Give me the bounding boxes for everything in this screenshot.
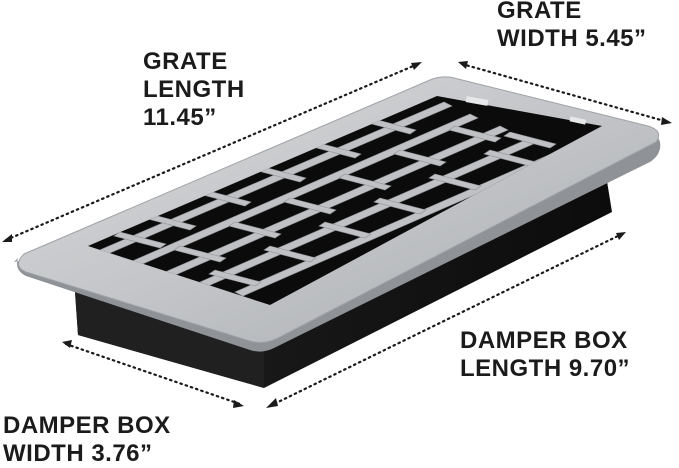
arrowhead bbox=[266, 398, 278, 408]
damper-box-side bbox=[75, 292, 264, 388]
grate-length-label-line2: LENGTH bbox=[143, 76, 245, 103]
arrowhead bbox=[233, 400, 244, 408]
grate-length-label-line1: GRATE bbox=[143, 48, 228, 75]
grate-length-value: 11.45” bbox=[143, 104, 217, 131]
damper-length-dimension-line bbox=[268, 232, 624, 408]
arrowhead bbox=[411, 62, 422, 70]
damper-box-length-label: DAMPER BOX LENGTH 9.70” bbox=[460, 327, 630, 383]
damper-box-length-value: LENGTH 9.70” bbox=[460, 355, 631, 382]
grate-width-dimension-line bbox=[460, 62, 670, 124]
grate-length-label: GRATE LENGTH 11.45” bbox=[143, 48, 245, 132]
grate-plate bbox=[14, 76, 661, 352]
arrowhead bbox=[458, 61, 468, 69]
damper-width-dimension-line bbox=[64, 342, 242, 406]
arrowhead bbox=[661, 117, 672, 125]
damper-lever-right bbox=[569, 116, 587, 125]
damper-box-width-label-line1: DAMPER BOX bbox=[3, 412, 171, 439]
grate-width-value: WIDTH 5.45” bbox=[497, 25, 647, 52]
damper-box-width-value: WIDTH 3.76” bbox=[3, 440, 153, 467]
grate-length-dimension-line bbox=[4, 62, 420, 242]
arrowhead bbox=[2, 234, 12, 242]
dimension-arrowheads bbox=[2, 61, 672, 408]
dimension-lines bbox=[4, 62, 670, 408]
damper-lever bbox=[465, 96, 489, 106]
damper-box-width-label: DAMPER BOX WIDTH 3.76” bbox=[3, 412, 171, 468]
arrowhead bbox=[616, 232, 626, 240]
vent-bar-pattern bbox=[94, 101, 569, 297]
grate-width-label-line1: GRATE bbox=[497, 0, 582, 24]
damper-box-length-label-line1: DAMPER BOX bbox=[460, 327, 628, 354]
arrowhead bbox=[62, 340, 72, 348]
grate-width-label: GRATE WIDTH 5.45” bbox=[497, 0, 647, 53]
